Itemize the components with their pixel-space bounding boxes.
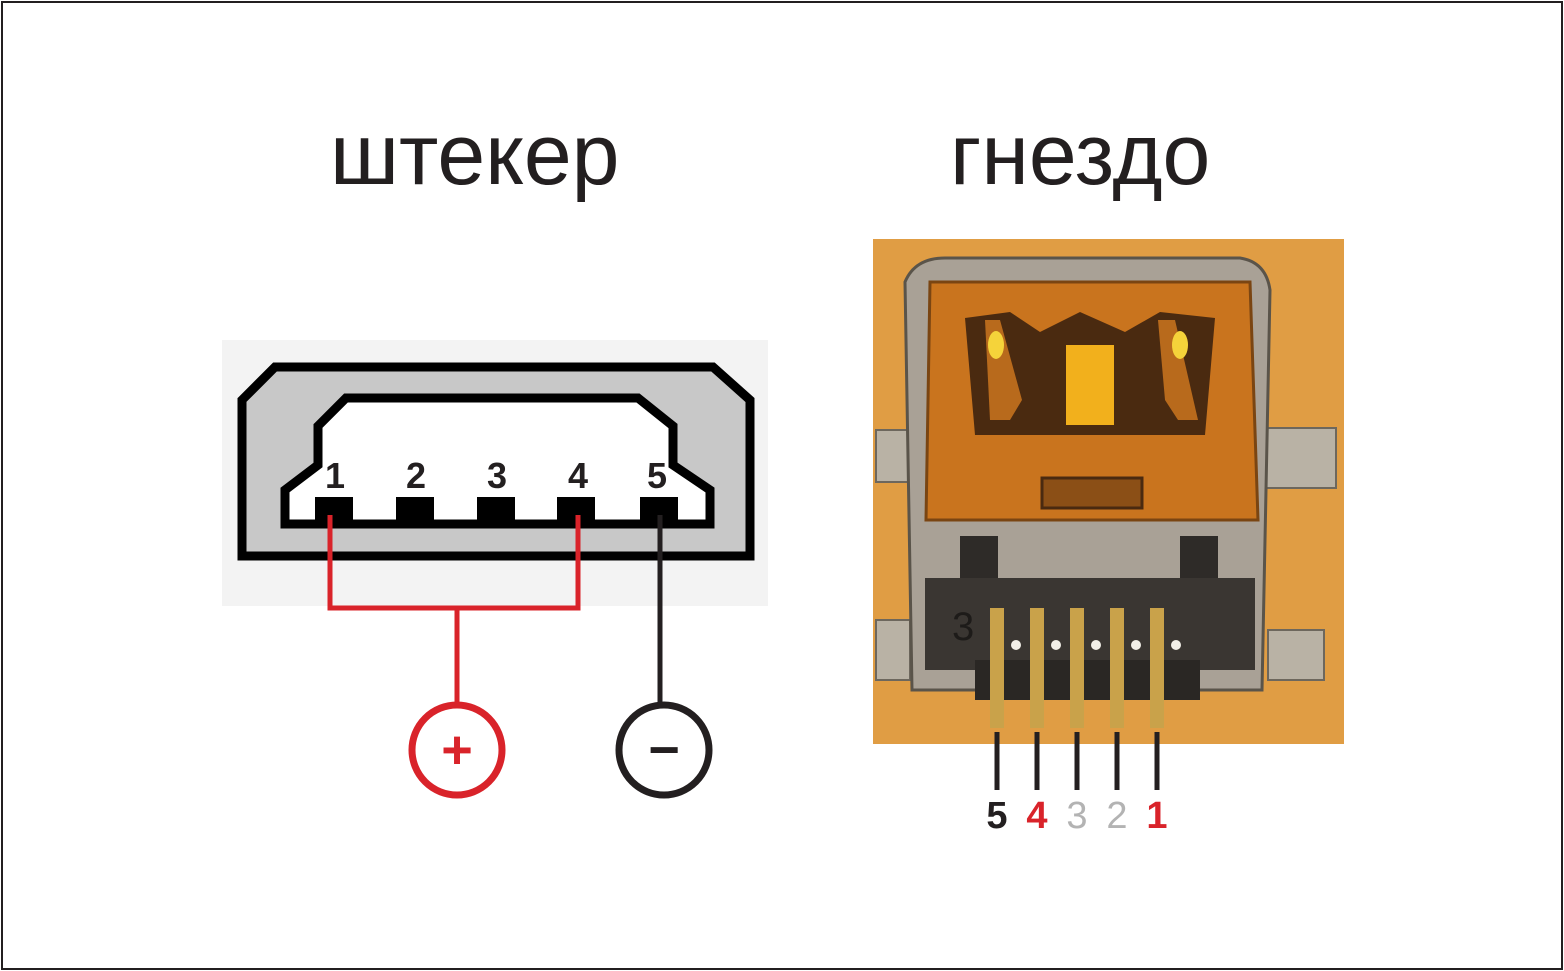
- socket-pin-glint: [1131, 640, 1141, 650]
- plug-contact-2: [396, 497, 434, 524]
- socket-pin-glint: [1051, 640, 1061, 650]
- socket-right-foot: [1267, 629, 1325, 681]
- socket-pin-glint: [1171, 640, 1181, 650]
- socket-pin-label-2: 2: [1106, 795, 1127, 837]
- positive-terminal: [408, 701, 506, 799]
- plug-heading: штекер: [330, 107, 620, 203]
- plug-pin-label-1: 1: [325, 455, 345, 496]
- socket-leg-2: [1110, 608, 1124, 728]
- socket-rear-notch-right: [1180, 536, 1218, 578]
- socket-pin-label-5: 5: [986, 795, 1007, 837]
- socket-leg-4: [1030, 608, 1044, 728]
- socket-pin-base: [975, 660, 1200, 700]
- socket-pins: [990, 608, 1181, 728]
- socket-spring-right: [1158, 320, 1198, 420]
- minus-sign-icon: −: [648, 720, 680, 780]
- socket-highlight-right: [1172, 331, 1188, 359]
- plug-contact-3: [477, 497, 515, 524]
- socket-pin-label-1: 1: [1146, 795, 1167, 837]
- positive-wire-bridge: [327, 515, 581, 611]
- socket-pin-glint: [1091, 640, 1101, 650]
- plus-sign-icon: +: [441, 720, 473, 780]
- socket-leg-1: [1150, 608, 1164, 728]
- socket-molded-mark: 3: [952, 605, 974, 649]
- socket-pin-glint: [1011, 640, 1021, 650]
- plug-pin-label-2: 2: [406, 455, 426, 496]
- socket-pin-label-4: 4: [1026, 795, 1047, 837]
- socket-pin-callouts: 5 4 3 2 1: [986, 732, 1168, 837]
- plug-pin-label-3: 3: [487, 455, 507, 496]
- socket-leg-5: [990, 608, 1004, 728]
- socket-leg-3: [1070, 608, 1084, 728]
- plug-pin-label-4: 4: [568, 455, 588, 496]
- socket-photo: 3: [873, 239, 1344, 744]
- socket-left-foot: [875, 619, 911, 681]
- socket-rear-block: [925, 578, 1255, 670]
- socket-rear-notch-left: [960, 536, 998, 578]
- plug-pin-label-5: 5: [647, 455, 667, 496]
- socket-center-contact: [1066, 345, 1114, 425]
- plug-inner-cavity: [280, 393, 715, 529]
- socket-latch: [1040, 476, 1144, 510]
- negative-terminal: [615, 701, 713, 799]
- socket-heading: гнездо: [950, 107, 1211, 203]
- plug-pinout-diagram: 1 2 3 4 5 + −: [222, 340, 768, 799]
- socket-right-tab: [1265, 427, 1337, 489]
- socket-highlight-left: [988, 331, 1004, 359]
- plug-contacts: [315, 497, 678, 524]
- plug-contact-1: [315, 497, 353, 524]
- socket-pin-label-3: 3: [1066, 795, 1087, 837]
